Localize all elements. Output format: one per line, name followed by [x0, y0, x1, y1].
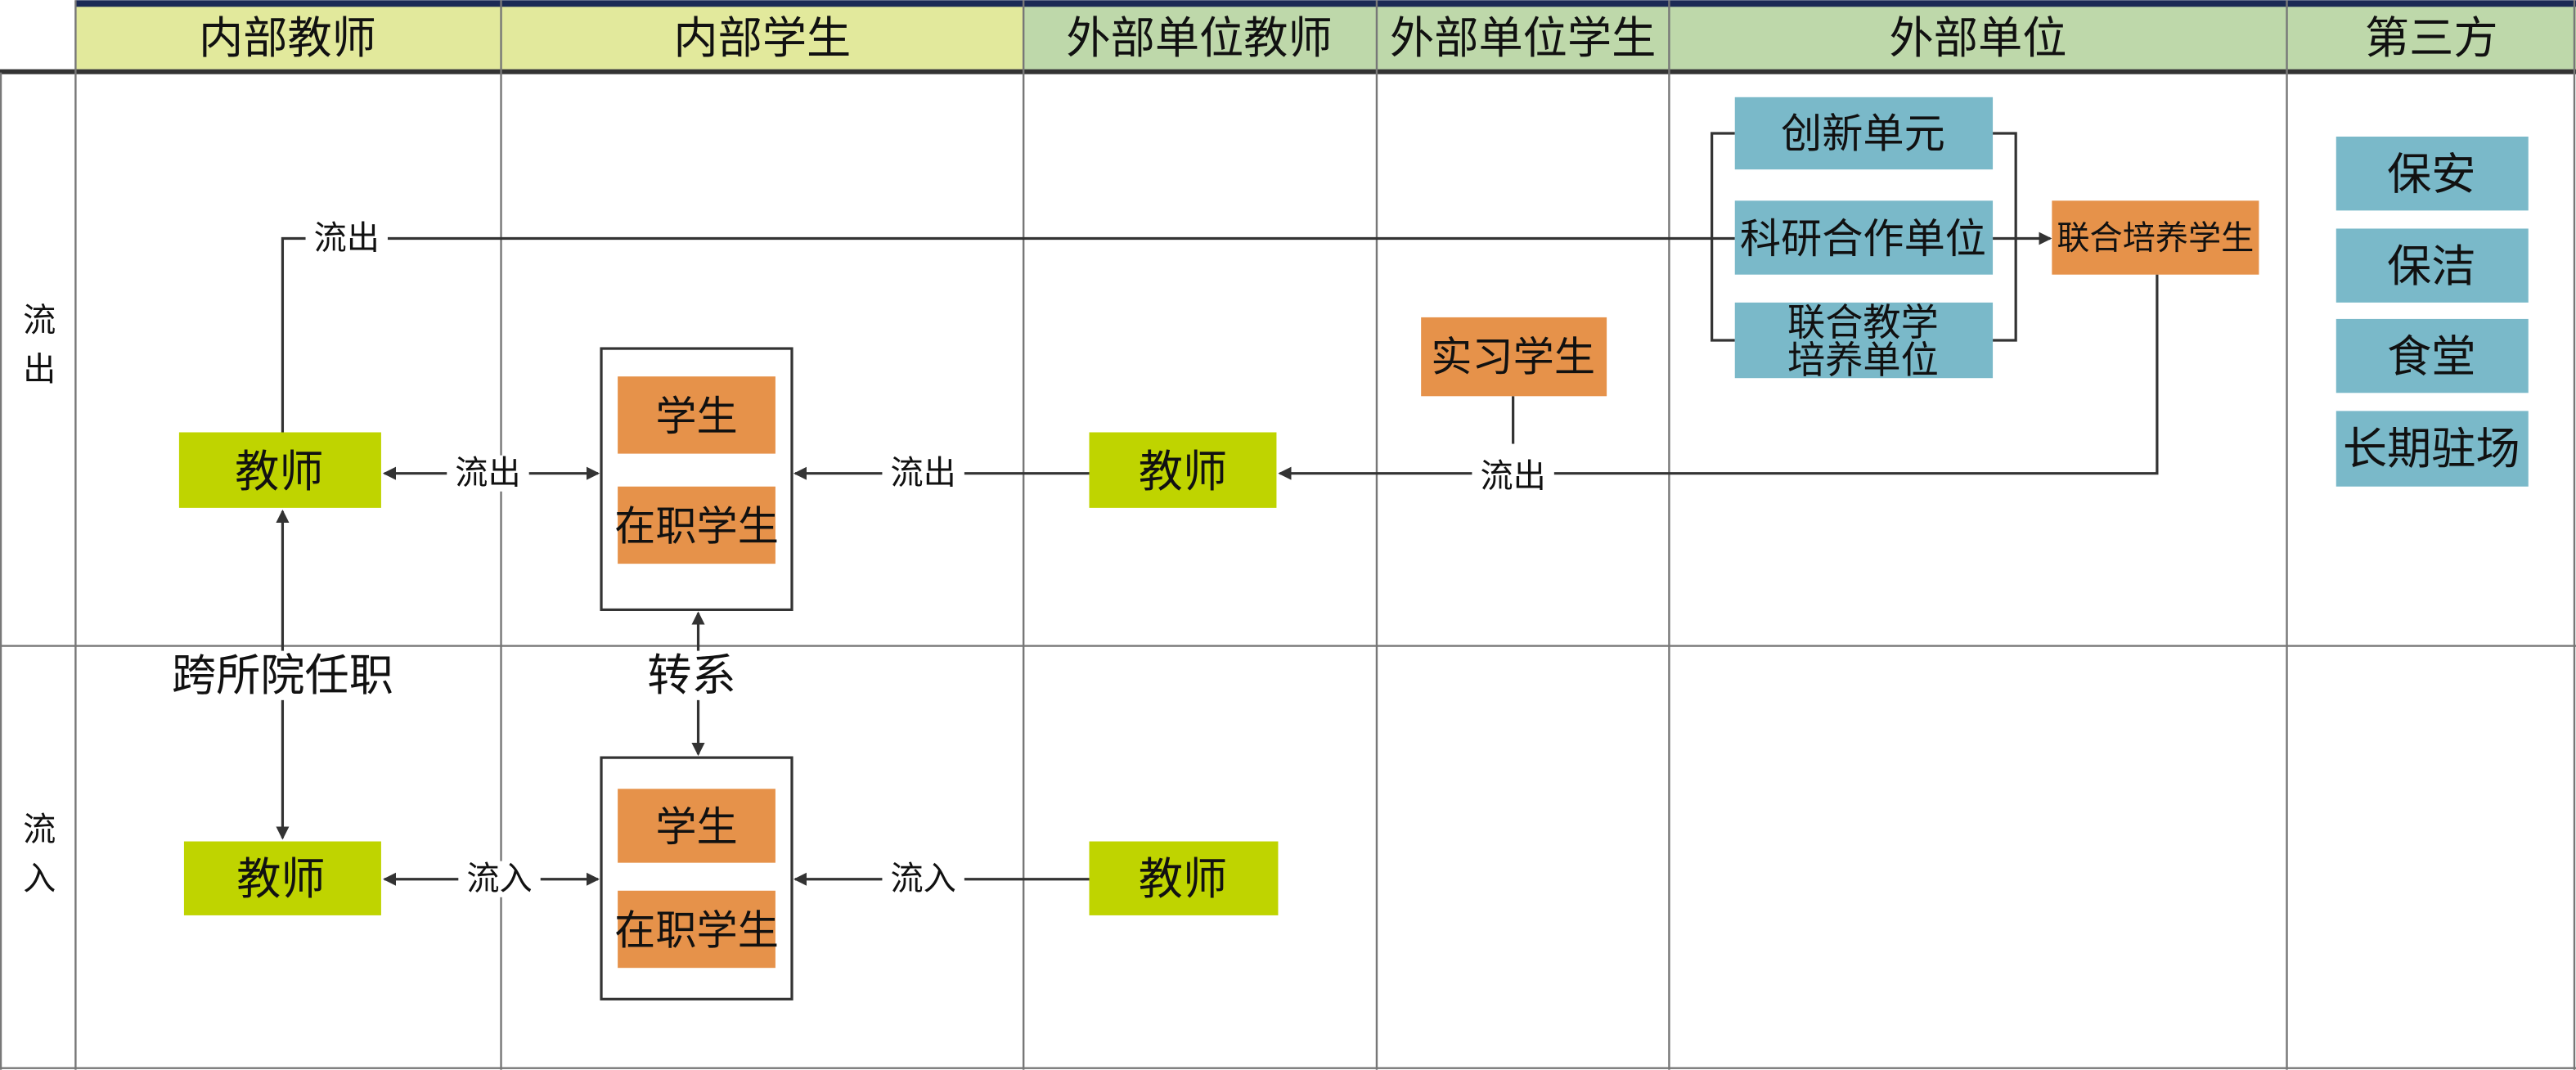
column-header-internal-teacher: 内部教师 — [199, 12, 376, 64]
node-intern-student: 实习学生 — [1421, 317, 1607, 397]
column-header-external-student: 外部单位学生 — [1390, 12, 1656, 64]
column-header-third-party: 第三方 — [2365, 12, 2498, 64]
label-outflow-ext-to-teacher: 流出 — [1480, 458, 1545, 496]
node-cleaning: 保洁 — [2387, 241, 2475, 292]
node-label: 教师 — [1139, 853, 1227, 905]
node-canteen: 食堂 — [2387, 331, 2475, 383]
row-label-outflow-1: 流 — [23, 302, 56, 339]
node-student: 学生 — [655, 392, 737, 440]
node-label: 创新单元 — [1781, 109, 1945, 157]
header-internal-bg — [75, 5, 1024, 70]
header-external-bg — [1023, 5, 2576, 70]
header-top-border — [75, 0, 2576, 7]
label-inflow-teacher-student: 流入 — [466, 861, 532, 898]
node-label-line2: 培养单位 — [1787, 338, 1939, 382]
header-row: 内部教师 内部学生 外部单位教师 外部单位学生 外部单位 第三方 — [0, 0, 2576, 74]
node-external-teacher-outflow: 教师 — [1089, 432, 1277, 508]
node-label-line1: 联合教学 — [1787, 300, 1939, 344]
node-employed-student: 在职学生 — [614, 501, 779, 550]
connector-labels: 流出 流出 流出 流出 跨所院任职 转系 流入 流入 — [155, 220, 1554, 898]
node-label: 教师 — [1139, 446, 1227, 497]
node-student-group-inflow: 学生 在职学生 — [600, 756, 793, 1000]
row-label-inflow-1: 流 — [23, 811, 56, 848]
column-header-internal-student: 内部学生 — [673, 12, 851, 64]
third-party-nodes: 保安 保洁 食堂 长期驻场 — [2335, 136, 2529, 487]
node-label: 联合培养学生 — [2057, 220, 2254, 258]
node-research-partner: 科研合作单位 — [1734, 200, 1994, 275]
column-header-external-teacher: 外部单位教师 — [1066, 12, 1332, 64]
node-long-term-resident: 长期驻场 — [2343, 423, 2520, 474]
label-outflow-ext-teacher-student: 流出 — [890, 455, 955, 492]
row-label-outflow: 出 — [23, 351, 56, 389]
node-innovation-unit: 创新单元 — [1734, 97, 1994, 170]
node-label: 科研合作单位 — [1740, 214, 1986, 263]
node-internal-teacher-inflow: 教师 — [183, 841, 381, 915]
label-outflow-top: 流出 — [314, 220, 380, 258]
node-student-group-outflow: 学生 在职学生 — [600, 347, 793, 611]
column-header-external-unit: 外部单位 — [1890, 12, 2067, 64]
node-label: 教师 — [235, 446, 323, 497]
label-outflow-teacher-student: 流出 — [455, 455, 520, 492]
node-employed-student: 在职学生 — [614, 906, 779, 954]
node-security: 保安 — [2387, 149, 2475, 200]
label-cross-institute: 跨所院任职 — [172, 650, 393, 701]
label-change-major: 转系 — [647, 650, 735, 701]
header-bottom-border — [0, 69, 2576, 74]
node-label: 实习学生 — [1431, 333, 1595, 381]
node-label: 教师 — [236, 853, 325, 905]
row-label-inflow: 入 — [23, 861, 56, 898]
node-external-teacher-inflow: 教师 — [1089, 841, 1279, 915]
node-joint-student: 联合培养学生 — [2052, 200, 2259, 275]
node-student: 学生 — [655, 802, 737, 851]
label-inflow-ext-teacher-student: 流入 — [890, 861, 955, 898]
node-internal-teacher-outflow: 教师 — [178, 432, 381, 508]
node-joint-training-unit: 联合教学 培养单位 — [1734, 300, 1994, 382]
